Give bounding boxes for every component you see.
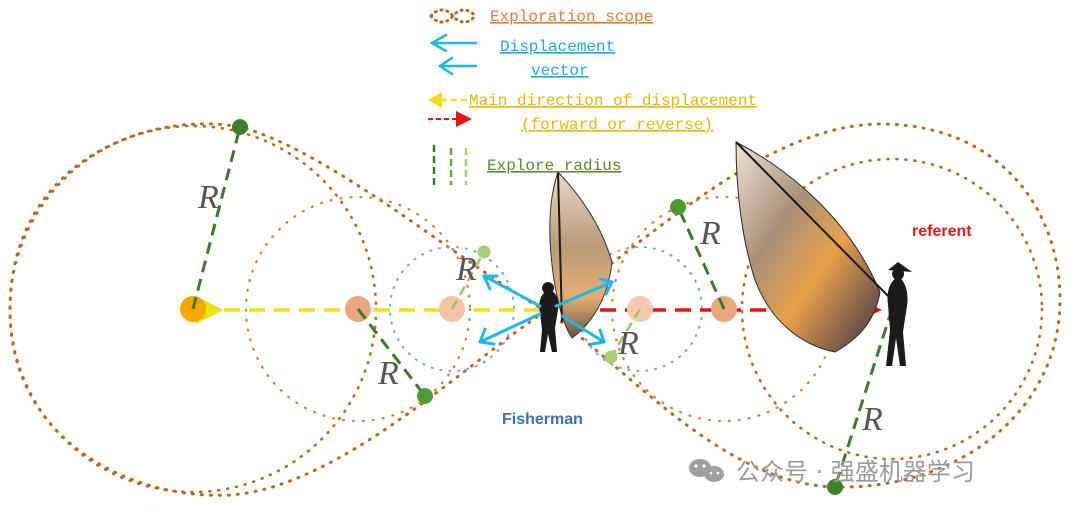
watermark-text: 公众号 · 强盛机器学习 [736, 458, 975, 486]
radius-endpoint-left [417, 388, 433, 404]
fisherman-net [549, 171, 613, 339]
legend-label-main-direction-line1: Main direction of displacement [469, 92, 757, 110]
radius-label-right: R [699, 215, 721, 252]
radius-endpoint-inner-right [604, 350, 618, 364]
legend-item-main-direction: Main direction of displacement (forward … [428, 92, 757, 134]
legend-radius-symbol [432, 145, 468, 185]
scope-right-circle [740, 157, 1044, 461]
radius-line-far-left [191, 126, 242, 310]
fisherman-pole [557, 171, 563, 323]
radius-label-left: R [377, 355, 399, 392]
referent-hat [888, 262, 912, 272]
radius-label-far-right: R [861, 401, 883, 438]
radius-endpoint-far-left [232, 119, 248, 135]
inner-scope-left [244, 195, 472, 423]
legend-label-displacement-line1: Displacement [500, 38, 615, 56]
radius-endpoint-far-right [827, 479, 843, 495]
referent-label: referent [912, 223, 972, 240]
legend-displacement-symbol [429, 33, 478, 76]
displacement-vector-up-left [482, 274, 542, 308]
radius-label-inner-left: R [455, 251, 477, 288]
fisherman-label: Fisherman [502, 411, 583, 428]
wechat-icon [689, 459, 724, 482]
legend-label-displacement-line2: vector [531, 62, 589, 80]
referent-net [735, 141, 881, 353]
radius-endpoint-right [670, 199, 686, 215]
legend-label-exploration-scope: Exploration scope [490, 8, 653, 26]
displacement-vector-down-right [560, 314, 606, 346]
radius-label-inner-right: R [617, 325, 639, 362]
legend-label-main-direction-line2: (forward or reverse) [521, 116, 713, 134]
displacement-vector-up-right [554, 277, 614, 308]
radius-line-inner-left [450, 251, 486, 310]
fisherman-silhouette [539, 282, 559, 352]
legend-label-explore-radius: Explore radius [487, 157, 621, 175]
displacement-vectors [478, 274, 614, 346]
explore-radius-lines-light [450, 251, 642, 358]
legend-item-explore-radius: Explore radius [432, 145, 621, 185]
displacement-vector-down-left [478, 312, 542, 346]
radius-label-far-left: R [197, 179, 219, 216]
legend-item-displacement-vector: Displacement vector [429, 33, 615, 80]
referent-pole [735, 141, 893, 301]
referent-silhouette [886, 268, 908, 366]
watermark: 公众号 · 强盛机器学习 [689, 458, 975, 486]
radius-endpoints [232, 119, 843, 495]
fisherman-illustration [539, 171, 613, 352]
explore-radius-lines [191, 126, 894, 488]
legend: Exploration scope Displacement vector Ma… [428, 8, 757, 185]
radius-endpoint-inner-left [477, 245, 491, 259]
radius-line-inner-right [609, 308, 642, 358]
referent-illustration [735, 141, 912, 366]
exploration-scope-left-lobe [8, 122, 548, 497]
radius-line-far-right [833, 308, 894, 488]
legend-item-exploration-scope: Exploration scope [429, 8, 653, 26]
